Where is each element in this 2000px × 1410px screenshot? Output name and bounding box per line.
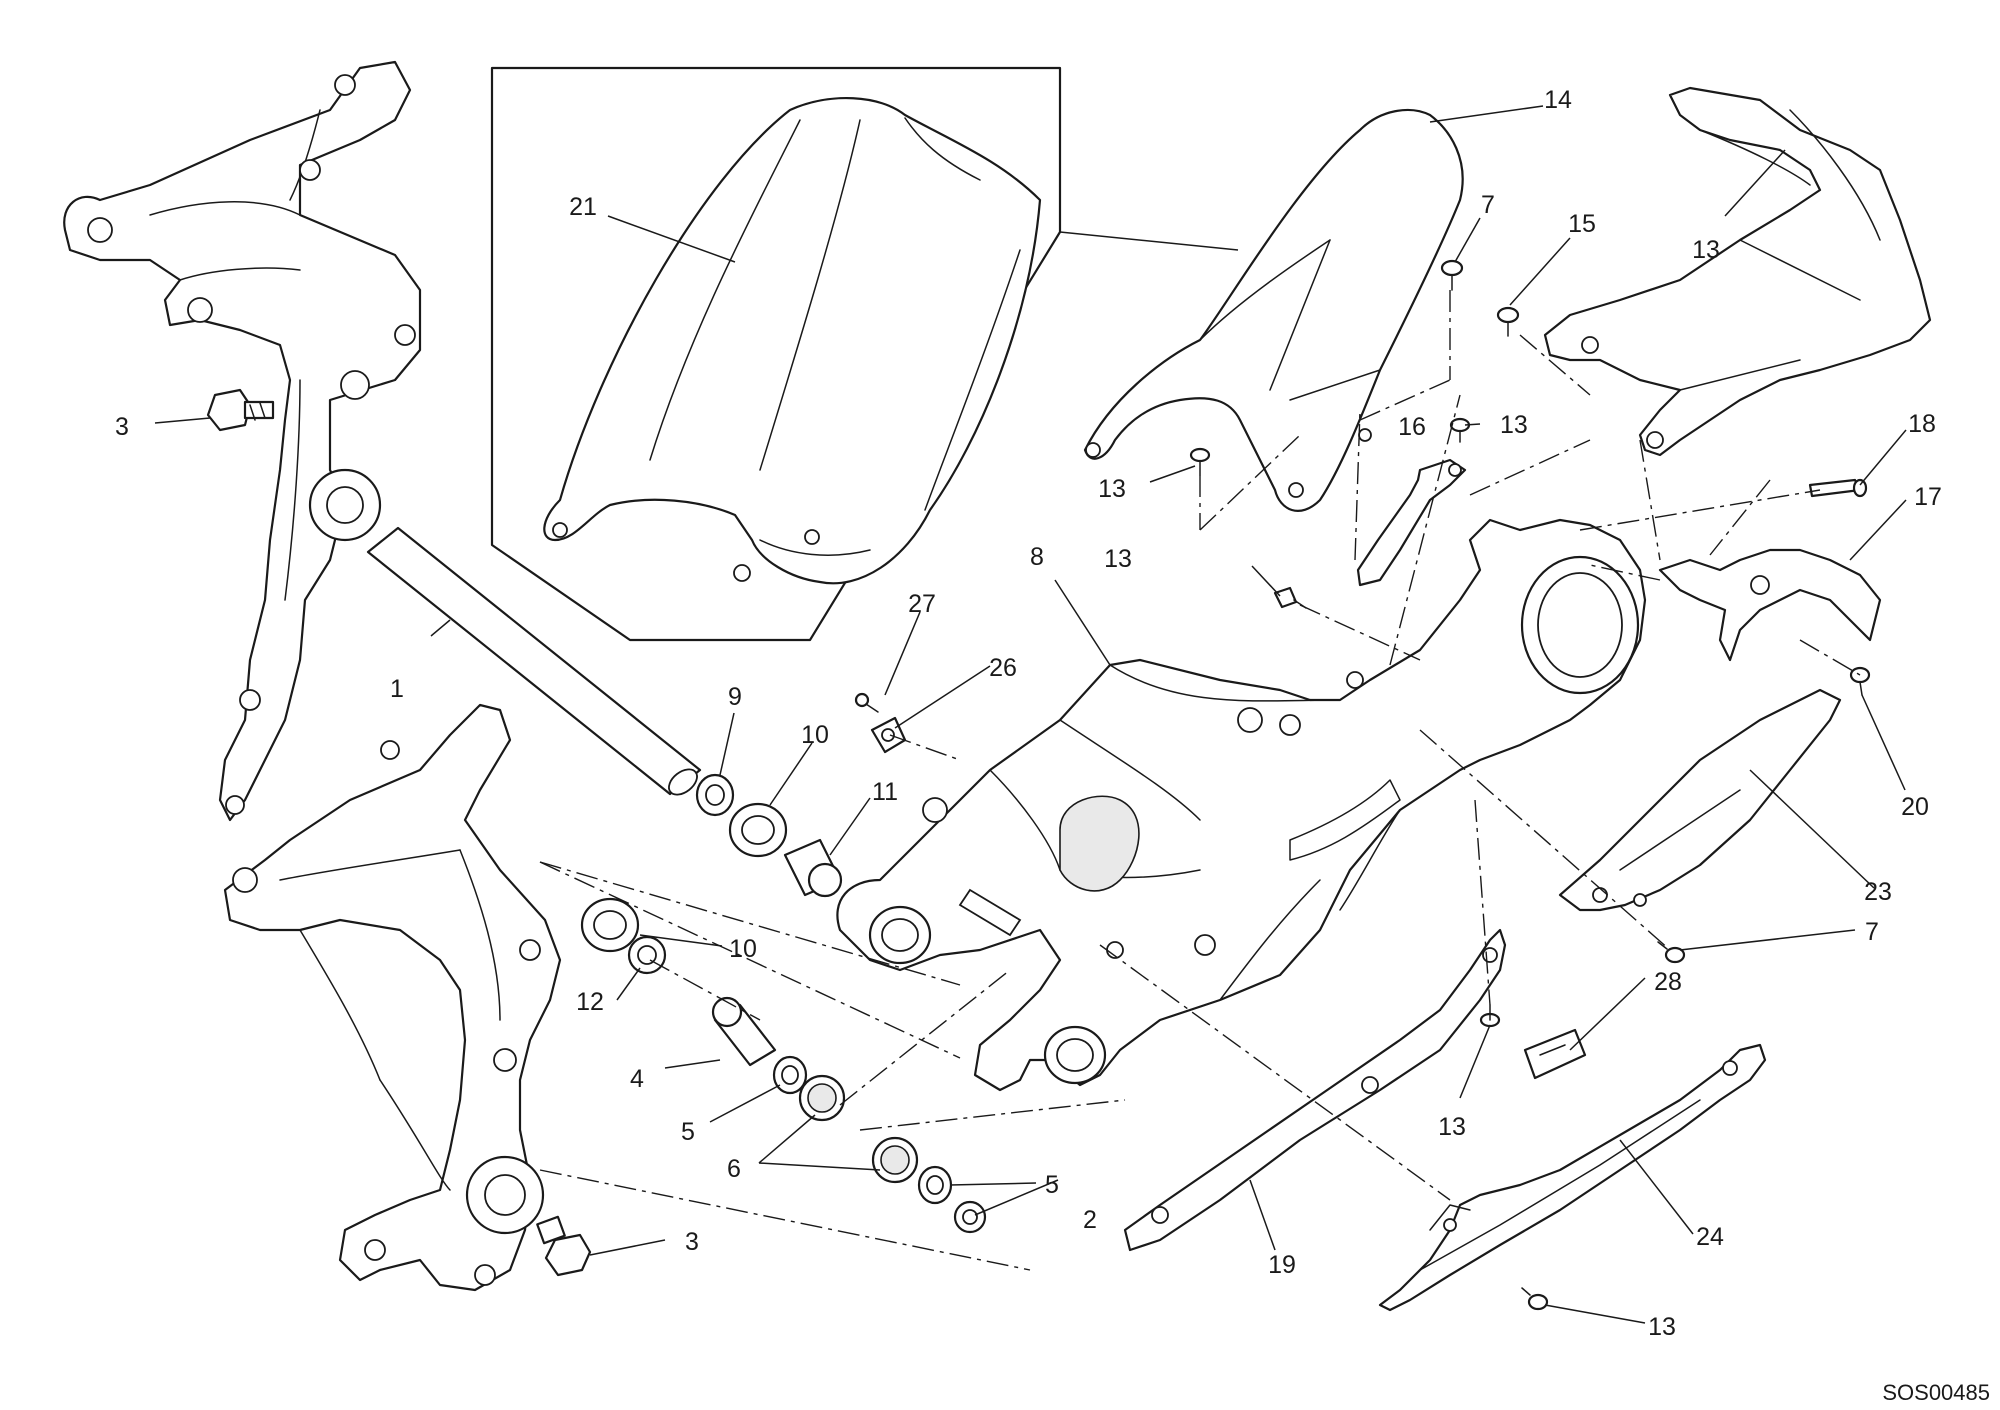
callout-21: 14 — [1544, 86, 1572, 114]
sleeve-4 — [711, 996, 777, 1067]
callout-labels: 21 14 7 15 13 13 16 13 18 17 20 13 8 27 … — [115, 86, 1990, 1405]
label-plate-28 — [1523, 1028, 1587, 1080]
callout-3-lower: 3 — [685, 1228, 699, 1256]
callout-6: 6 — [727, 1155, 741, 1183]
callout-8: 8 — [1030, 543, 1044, 571]
callout-13-bottom: 13 — [1648, 1313, 1676, 1341]
callout-27: 21 — [569, 193, 597, 221]
screw-13-mid — [1449, 417, 1471, 443]
assembly-lines — [539, 290, 1861, 1271]
chain-guard-17 — [1658, 548, 1882, 662]
swingarm-8 — [836, 518, 1647, 1092]
callout-22: 15 — [1568, 210, 1596, 238]
callout-5-right: 5 — [1045, 1171, 1059, 1199]
bolt-18 — [1808, 478, 1868, 498]
callout-16: 16 — [1398, 413, 1426, 441]
diagram-code: SOS00485 — [1882, 1380, 1990, 1405]
screw-13-bottom — [1521, 1287, 1549, 1311]
callout-12: 12 — [576, 988, 604, 1016]
callout-3-upper: 3 — [115, 413, 129, 441]
bushing-12 — [627, 935, 667, 975]
screw-22 — [1496, 306, 1520, 337]
bearing-10-lower — [580, 897, 640, 953]
side-cover-19 — [1543, 86, 1932, 457]
screw-13-lower — [1479, 1004, 1501, 1028]
callout-24: 24 — [1696, 1223, 1724, 1251]
callout-13-lower: 13 — [1438, 1113, 1466, 1141]
bracket-16 — [1356, 458, 1467, 587]
callout-15: 19 — [1268, 1251, 1296, 1279]
callout-1: 1 — [390, 675, 404, 703]
clip-25 — [870, 716, 907, 754]
bolt-3-upper — [206, 388, 275, 432]
screw-26 — [854, 692, 879, 713]
callout-2: 2 — [1083, 1206, 1097, 1234]
callout-17: 17 — [1914, 483, 1942, 511]
spacer-11 — [783, 838, 843, 898]
callout-23: 23 — [1864, 878, 1892, 906]
callout-5-left: 5 — [681, 1118, 695, 1146]
callout-25: 26 — [989, 654, 1017, 682]
callout-14: 13 — [1104, 545, 1132, 573]
bearing-10-upper — [728, 802, 788, 858]
screw-7-bottom — [1657, 941, 1686, 964]
bushing-9 — [695, 773, 735, 817]
callout-13-mid: 13 — [1500, 411, 1528, 439]
screw-20 — [1849, 666, 1871, 696]
pivot-tube-1 — [366, 526, 702, 796]
callout-7-bottom: 7 — [1865, 918, 1879, 946]
callout-19: 13 — [1692, 236, 1720, 264]
leader-lines — [154, 105, 1907, 1324]
washer-2 — [953, 1200, 987, 1234]
inset-fender-27 — [543, 97, 1042, 585]
bolt-3-lower — [536, 1215, 592, 1277]
callout-11: 11 — [872, 778, 898, 806]
chain-slider-15 — [1123, 928, 1507, 1252]
bearing-6-left — [798, 1074, 846, 1122]
callout-7-top: 7 — [1481, 191, 1495, 219]
frame-bracket-upper — [63, 60, 422, 822]
callout-26: 27 — [908, 590, 936, 618]
callout-20: 20 — [1901, 793, 1929, 821]
ring-5-right — [917, 1165, 953, 1205]
frame-bracket-lower — [223, 703, 562, 1292]
inset-detail-box — [490, 66, 1239, 642]
screw-14 — [1273, 586, 1307, 609]
callout-10-upper: 10 — [801, 721, 829, 749]
callout-4: 4 — [630, 1065, 644, 1093]
screw-13-left — [1189, 447, 1211, 476]
bearing-6-right — [871, 1136, 919, 1184]
callout-28: 28 — [1654, 968, 1682, 996]
callout-13-left: 13 — [1098, 475, 1126, 503]
callout-9: 9 — [728, 683, 742, 711]
callout-18: 18 — [1908, 410, 1936, 438]
ring-5-left — [772, 1055, 808, 1095]
callout-10-lower: 10 — [729, 935, 757, 963]
chain-guard-23 — [1558, 688, 1842, 912]
rear-fender-21 — [1083, 108, 1464, 512]
chain-slider-24 — [1378, 1043, 1767, 1312]
screw-7-top — [1440, 259, 1464, 291]
